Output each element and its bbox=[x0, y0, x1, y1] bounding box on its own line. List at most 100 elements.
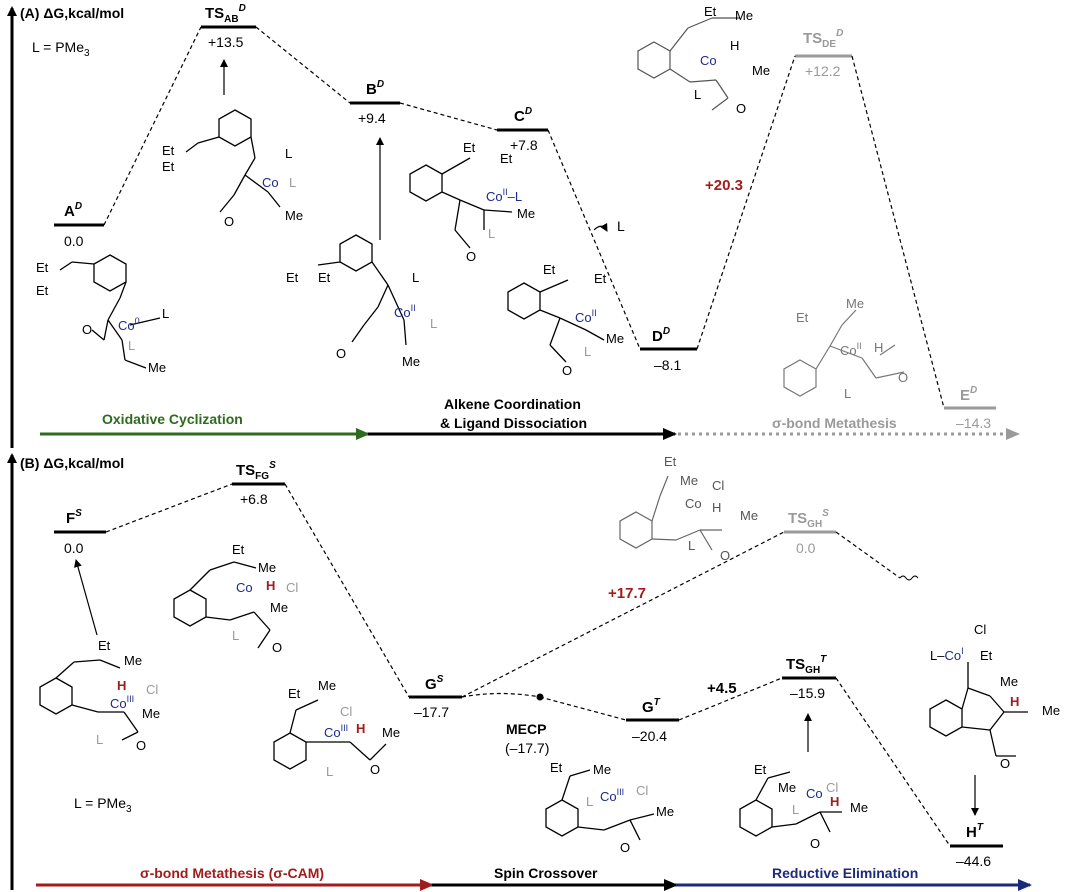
svg-text:L–CoI: L–CoI bbox=[930, 646, 964, 663]
svg-text:Et: Et bbox=[232, 542, 245, 557]
svg-text:L: L bbox=[412, 270, 419, 285]
svg-text:CoIII: CoIII bbox=[600, 787, 624, 804]
structure-D bbox=[507, 279, 605, 363]
svg-text:Et: Et bbox=[162, 159, 175, 174]
level-TSAB: TSABD +13.5 bbox=[201, 3, 256, 50]
svg-text:O: O bbox=[1000, 756, 1010, 771]
svg-text:O: O bbox=[720, 548, 730, 563]
svg-text:+9.4: +9.4 bbox=[358, 110, 386, 126]
svg-text:L: L bbox=[285, 146, 292, 161]
svg-text:CD: CD bbox=[514, 106, 532, 125]
structure-D-labels: Et Et CoII Me L O bbox=[543, 262, 624, 378]
structure-G-singlet bbox=[273, 699, 387, 770]
level-D: DD –8.1 bbox=[640, 326, 697, 373]
svg-text:TSFGS: TSFGS bbox=[236, 460, 276, 482]
stage-label-reductive-elimination: Reductive Elimination bbox=[772, 865, 918, 881]
structure-B bbox=[317, 234, 407, 346]
svg-text:TSGHS: TSGHS bbox=[788, 508, 829, 530]
svg-text:O: O bbox=[370, 762, 380, 777]
svg-text:Me: Me bbox=[124, 653, 142, 668]
svg-text:O: O bbox=[466, 249, 476, 264]
svg-text:O: O bbox=[82, 322, 92, 337]
svg-text:CoIII: CoIII bbox=[110, 694, 134, 711]
svg-text:Et: Et bbox=[36, 283, 49, 298]
level-TSGH-triplet: TSGHT –15.9 bbox=[782, 654, 836, 701]
structure-H-labels: Cl L–CoI Et Me H Me O bbox=[930, 622, 1060, 771]
svg-text:0.0: 0.0 bbox=[64, 233, 84, 249]
svg-text:Me: Me bbox=[318, 678, 336, 693]
svg-text:Cl: Cl bbox=[974, 622, 986, 637]
structure-TSFG bbox=[173, 561, 271, 649]
structure-TSGH-singlet bbox=[619, 475, 722, 551]
level-TSGH-singlet: TSGHS 0.0 bbox=[784, 508, 836, 556]
wavy-break bbox=[899, 575, 919, 581]
svg-text:Et: Et bbox=[500, 151, 513, 166]
stage-label-ligand-dissociation: & Ligand Dissociation bbox=[440, 415, 587, 431]
svg-text:Co: Co bbox=[685, 496, 702, 511]
svg-text:CoII: CoII bbox=[840, 341, 862, 358]
svg-text:Cl: Cl bbox=[146, 682, 158, 697]
svg-text:O: O bbox=[898, 370, 908, 385]
svg-text:Me: Me bbox=[517, 206, 535, 221]
ligand-leave-arrow bbox=[593, 222, 608, 232]
svg-text:BD: BD bbox=[366, 79, 384, 98]
structure-TSDE-labels: Et Me H Co Me L O bbox=[694, 4, 770, 116]
svg-text:Me: Me bbox=[270, 600, 288, 615]
structure-TSGH-triplet-labels: Et Me Cl Co H Me L O bbox=[754, 762, 868, 851]
svg-text:GS: GS bbox=[425, 674, 444, 693]
svg-text:Et: Et bbox=[36, 260, 49, 275]
svg-text:Me: Me bbox=[1042, 703, 1060, 718]
panel-a-ligand-note: L = PMe3 bbox=[32, 39, 90, 59]
stage-label-spin-crossover: Spin Crossover bbox=[494, 865, 598, 881]
svg-text:L: L bbox=[694, 87, 701, 102]
svg-text:Cl: Cl bbox=[286, 580, 298, 595]
svg-text:Et: Et bbox=[664, 454, 677, 469]
panel-b-title: (B) ΔG,kcal/mol bbox=[20, 455, 124, 471]
svg-text:Me: Me bbox=[1000, 674, 1018, 689]
svg-text:Me: Me bbox=[593, 762, 611, 777]
level-E: ED –14.3 bbox=[944, 385, 996, 431]
svg-text:L: L bbox=[326, 764, 333, 779]
structure-H bbox=[929, 662, 1028, 757]
svg-text:Cl: Cl bbox=[712, 478, 724, 493]
mecp-label: MECP bbox=[506, 721, 546, 737]
structure-F-labels: Et Me H CoIII Cl Me L O bbox=[96, 638, 160, 753]
svg-text:L: L bbox=[430, 316, 437, 331]
level-F: FS 0.0 bbox=[54, 508, 106, 556]
svg-text:CoII: CoII bbox=[575, 308, 597, 325]
svg-text:Cl: Cl bbox=[636, 783, 648, 798]
svg-text:Co: Co bbox=[700, 53, 717, 68]
svg-text:–8.1: –8.1 bbox=[654, 357, 681, 373]
svg-text:O: O bbox=[224, 214, 234, 229]
mecp-value: (–17.7) bbox=[505, 740, 549, 756]
svg-text:Et: Et bbox=[543, 262, 556, 277]
svg-text:L: L bbox=[488, 226, 495, 241]
svg-text:Me: Me bbox=[846, 296, 864, 311]
level-H: HT –44.6 bbox=[950, 822, 1003, 869]
svg-text:O: O bbox=[136, 738, 146, 753]
structure-TSGH-triplet bbox=[739, 771, 842, 837]
svg-text:L: L bbox=[162, 306, 169, 321]
svg-text:–20.4: –20.4 bbox=[632, 728, 667, 744]
panel-b-connectors bbox=[105, 483, 951, 847]
svg-text:L: L bbox=[688, 538, 695, 553]
structure-TSAB-labels: Et Et L Co L O Me bbox=[162, 143, 303, 229]
svg-text:DD: DD bbox=[652, 326, 670, 345]
svg-text:L: L bbox=[232, 628, 239, 643]
svg-text:0.0: 0.0 bbox=[796, 540, 816, 556]
svg-text:Me: Me bbox=[258, 560, 276, 575]
svg-text:Et: Et bbox=[550, 760, 563, 775]
stage-label-sigma-cam: σ-bond Metathesis (σ-CAM) bbox=[140, 865, 324, 881]
svg-text:TSDED: TSDED bbox=[803, 28, 843, 50]
structure-B-labels: Et Et L CoII L O Me bbox=[286, 270, 437, 369]
arrow-to-F bbox=[74, 559, 98, 636]
stage-label-oxidative-cyclization: Oxidative Cyclization bbox=[102, 411, 243, 427]
stage-label-sigma-metathesis-a: σ-bond Metathesis bbox=[772, 415, 897, 431]
svg-text:Me: Me bbox=[735, 8, 753, 23]
svg-text:FS: FS bbox=[66, 508, 82, 527]
level-G-singlet: GS –17.7 bbox=[409, 674, 462, 720]
svg-text:L: L bbox=[584, 344, 591, 359]
level-B: BD +9.4 bbox=[350, 79, 400, 126]
svg-text:Me: Me bbox=[680, 473, 698, 488]
